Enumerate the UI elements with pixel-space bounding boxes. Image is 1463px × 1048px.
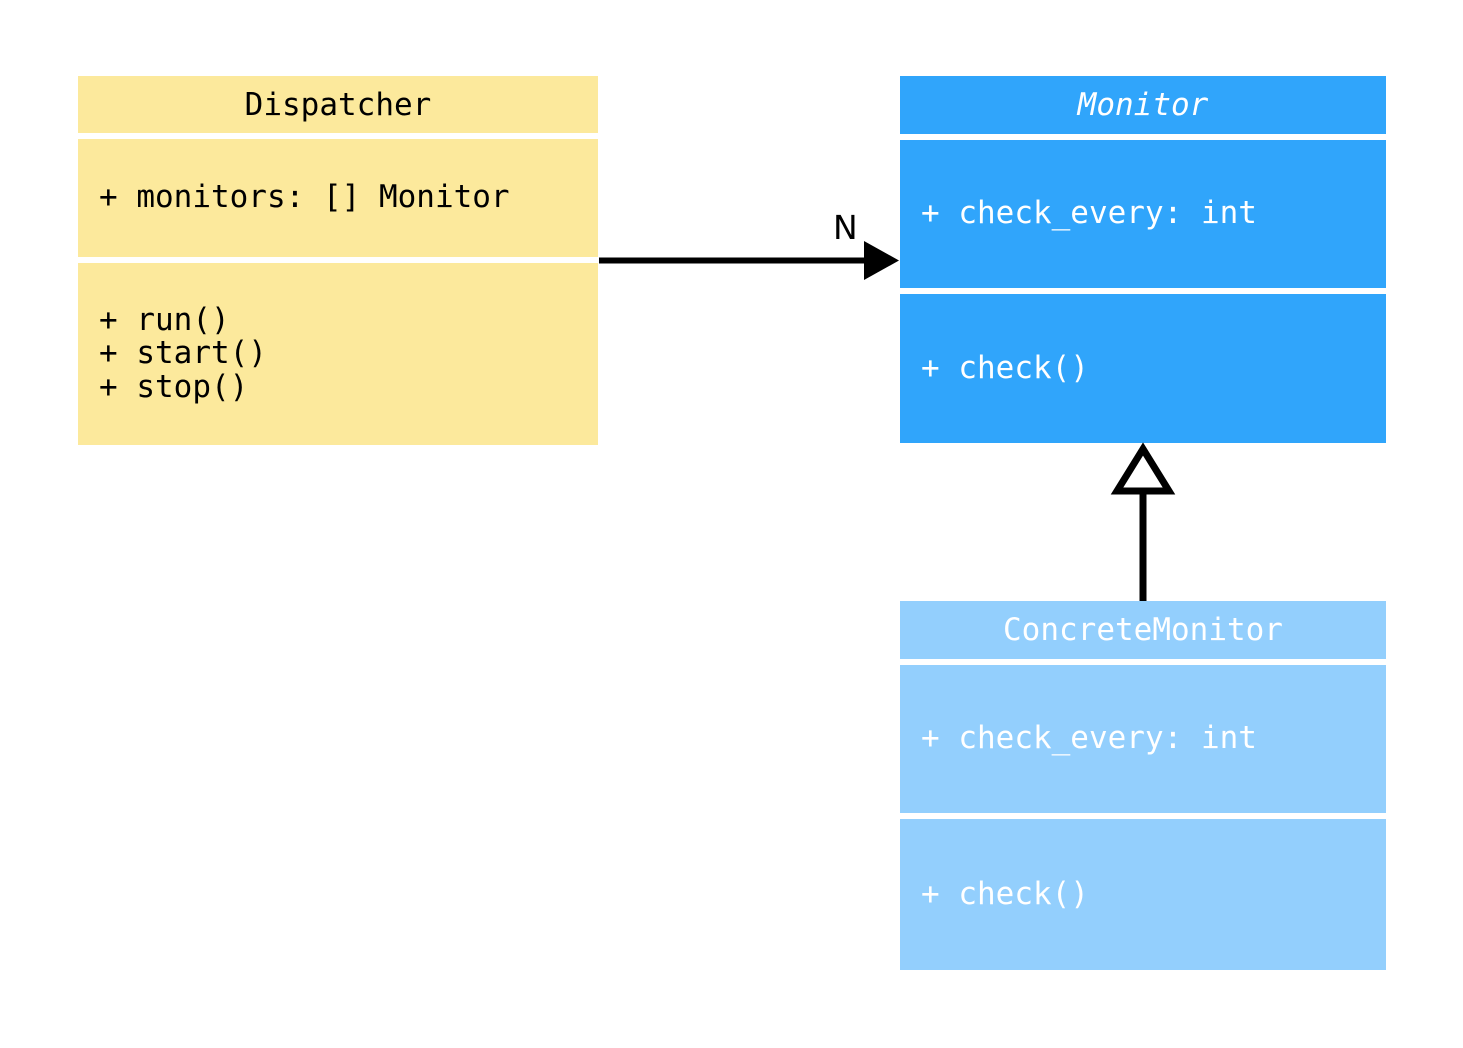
class-operations-dispatcher: + run() + start() + stop() (78, 263, 598, 445)
uml-class-monitor[interactable]: Monitor + check_every: int + check() (900, 76, 1386, 443)
operation-row: + stop() (99, 368, 249, 405)
class-operations-concretemonitor: + check() (900, 819, 1386, 970)
association-multiplicity-label: N (833, 208, 858, 247)
uml-class-dispatcher[interactable]: Dispatcher + monitors: [] Monitor + run(… (78, 76, 598, 445)
operation-row: + run() (99, 301, 230, 338)
hollow-triangle-arrowhead-icon (1110, 442, 1176, 495)
class-title-monitor: Monitor (900, 76, 1386, 134)
class-attributes-monitor: + check_every: int (900, 140, 1386, 288)
uml-class-concretemonitor[interactable]: ConcreteMonitor + check_every: int + che… (900, 601, 1386, 970)
operation-row: + start() (99, 335, 267, 372)
class-title-concretemonitor: ConcreteMonitor (900, 601, 1386, 659)
operation-row: + check() (921, 349, 1089, 386)
class-attributes-dispatcher: + monitors: [] Monitor (78, 139, 598, 257)
class-attributes-concretemonitor: + check_every: int (900, 665, 1386, 813)
operation-row: + check() (921, 875, 1089, 912)
filled-triangle-arrowhead-icon (864, 241, 899, 280)
attribute-row: + check_every: int (921, 195, 1257, 232)
class-operations-monitor: + check() (900, 294, 1386, 443)
class-title-dispatcher: Dispatcher (78, 76, 598, 133)
inheritance-concretemonitor-monitor (1110, 442, 1176, 601)
attribute-row: + check_every: int (921, 720, 1257, 757)
attribute-row: + monitors: [] Monitor (99, 179, 510, 216)
